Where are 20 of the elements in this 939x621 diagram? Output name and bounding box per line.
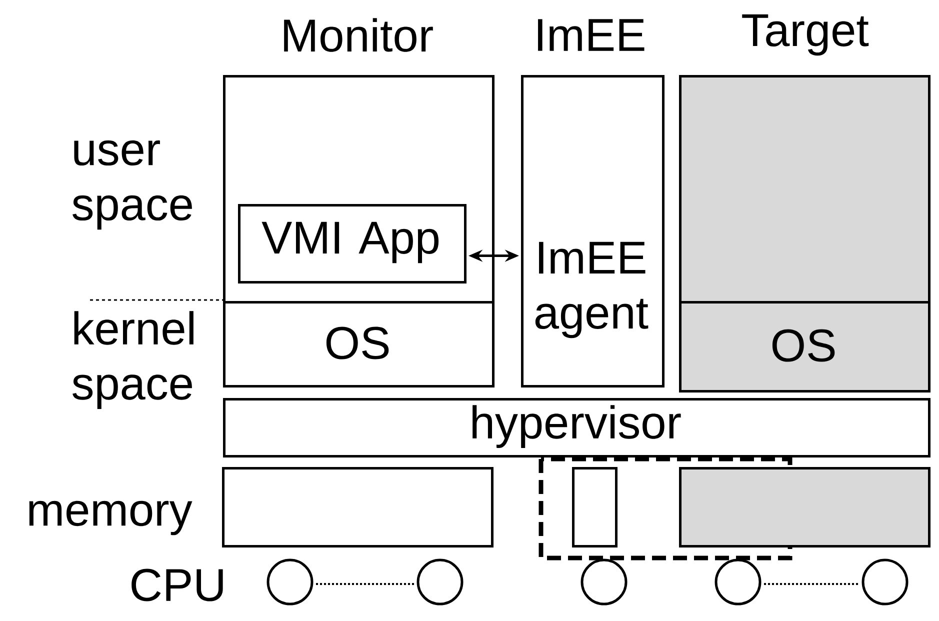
row-label: kernel space — [72, 311, 194, 409]
app-box: VMI App — [238, 204, 466, 284]
node-label: Monitor — [284, 18, 433, 52]
row-label: user space — [72, 140, 192, 230]
row-label: CPU — [132, 568, 223, 602]
node-label: Target — [742, 14, 869, 56]
memory-block — [572, 467, 618, 548]
cpu-circle — [416, 558, 464, 606]
os-box: OS — [223, 301, 494, 388]
cpu-circle — [862, 558, 908, 606]
memory-block — [222, 467, 494, 548]
os-box: OS — [679, 301, 930, 392]
node-label: ImEE — [538, 19, 644, 51]
vm-box: ImEE ImEE agent — [521, 19, 664, 388]
memory-block — [679, 467, 930, 548]
cpu-circle — [580, 558, 628, 606]
row-label: memory — [29, 500, 192, 536]
cpu-circle — [266, 558, 314, 606]
hypervisor-bar: hypervisor — [223, 398, 930, 458]
cpu-circle — [714, 558, 762, 606]
